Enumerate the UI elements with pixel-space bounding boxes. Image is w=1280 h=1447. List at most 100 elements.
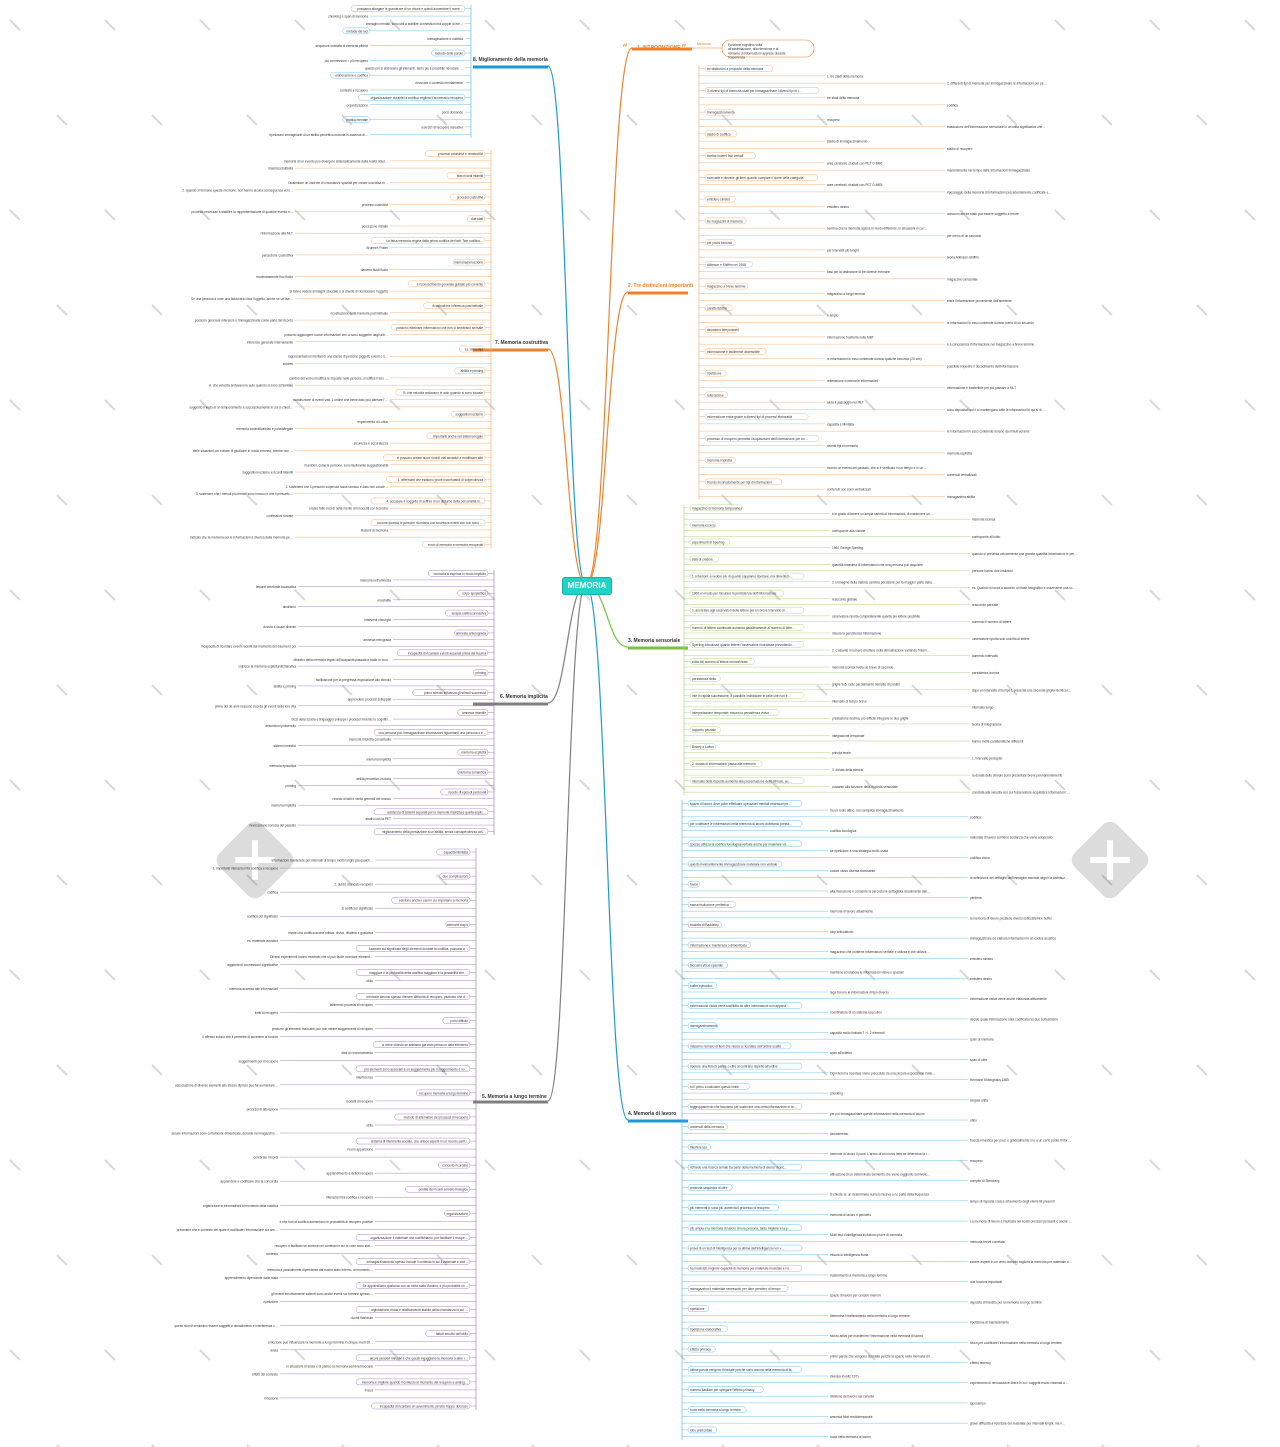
branch-tre-distinzioni[interactable]: 2. Tre distinzioni importanti	[628, 283, 694, 289]
leaf-topic: 1960 un modo per misurare la persistenza…	[692, 592, 777, 596]
leaf-frame	[689, 692, 805, 699]
leaf-topic: organizzazione il materiale che codifich…	[370, 1236, 468, 1240]
leaf-topic: ripetizione immaginarie di un'abilità pe…	[269, 133, 368, 137]
leaf-topic: principi teorie	[832, 751, 851, 755]
leaf-frame	[423, 302, 486, 309]
leaf-topic: alcune informazioni sono certamente dime…	[172, 1132, 279, 1136]
leaf-topic: incapacità di ricordare un avvenimento p…	[380, 1404, 468, 1408]
leaf-topic: due stati	[471, 217, 483, 221]
leaf-topic: aumento intervallo	[972, 654, 998, 658]
branch-memoria-lungo-termine[interactable]: 5. Memoria a lungo termine	[482, 1094, 547, 1100]
watermark-mark	[1006, 304, 1018, 316]
leaf-topic: emisfero destro	[827, 205, 849, 209]
leaf-topic: 2. immagine della matrice sembra persist…	[832, 580, 935, 584]
root-topic[interactable]: MEMORIA	[562, 577, 612, 595]
intro-sub-topic: Memoria	[697, 42, 711, 46]
leaf-topic: miglioramento della prestazione a un'abi…	[382, 830, 486, 834]
watermark-mark	[911, 494, 923, 506]
branch-memoria-sensoriale[interactable]: 3. Memoria sensoriale	[628, 638, 681, 644]
branch-memoria-implicita[interactable]: 6. Memoria implicita	[500, 694, 548, 700]
leaf-topic: ha un ruolo attivo, non semplice immagaz…	[830, 809, 904, 813]
watermark-mark	[721, 304, 733, 316]
leaf-topic: taccuino visuo-spaziale	[690, 964, 723, 968]
leaf-frame	[687, 1002, 803, 1009]
leaf-topic: sembra che la memoria agisca in modo dif…	[827, 227, 928, 231]
watermark-mark	[579, 19, 591, 31]
leaf-topic: prima del de anni nessuno ricorda gli ev…	[215, 704, 296, 708]
leaf-topic: organizzazione	[347, 103, 369, 107]
leaf-topic: ansia	[270, 1348, 278, 1352]
leaf-topic: span all'indietro	[830, 1051, 852, 1055]
watermark-mark	[9, 779, 21, 791]
leaf-topic: Se una persona a cose una falsa idea cir…	[191, 297, 293, 301]
leaf-topic: si chiede se un determinato numero facev…	[830, 1193, 929, 1197]
leaf-topic: memoria episodica	[269, 764, 296, 768]
watermark-mark	[151, 1254, 163, 1266]
leaf-topic: La falsa memoria origina dalla prima cod…	[386, 239, 483, 243]
leaf-frame	[687, 1204, 780, 1211]
watermark-mark	[769, 589, 781, 601]
watermark-mark	[959, 19, 971, 31]
leaf-topic: importanti anche nel sistema legale	[433, 434, 483, 438]
leaf-topic: persistenza della	[692, 677, 716, 681]
branch-introduzione[interactable]: 1. INTRODUZIONE	[637, 45, 681, 51]
leaf-topic: es. materiale acustico	[247, 939, 278, 943]
leaf-frame	[687, 1083, 750, 1090]
leaf-topic: il riconoscimento generale guidato più c…	[417, 282, 483, 286]
leaf-topic: bias ricordi infantili	[457, 174, 484, 178]
leaf-topic: traccia mnestica per poco e gradualmente…	[970, 1139, 1071, 1143]
leaf-topic: 1. importanti interazioni fra codifica e…	[213, 867, 279, 871]
leaf-topic: spazio di lavoro dove poter effettuare o…	[690, 802, 791, 806]
watermark-mark	[531, 1064, 543, 1076]
leaf-frame	[383, 454, 486, 461]
leaf-topic: Hermann Ebbinghaus 1885	[970, 1078, 1009, 1082]
leaf-frame	[373, 808, 489, 816]
leaf-frame	[372, 1041, 471, 1048]
leaf-topic: span di cifre	[970, 1058, 987, 1062]
leaf-frame	[355, 993, 471, 1000]
leaf-topic: se ripetizione a una strategia molto usa…	[830, 849, 888, 853]
watermark-mark	[199, 589, 211, 601]
watermark-mark	[1006, 1254, 1018, 1266]
watermark-mark	[341, 304, 353, 316]
leaf-topic: possono aggiungere nuove informazioni ch…	[284, 333, 388, 337]
leaf-frame	[445, 609, 489, 617]
leaf-topic: perdite dei ricordi a livello biologico	[419, 1188, 469, 1192]
branch-miglioramento[interactable]: 8. Miglioramento della memoria	[473, 57, 548, 63]
leaf-topic: informazione entra grazie a diversi tipi…	[707, 415, 793, 419]
watermark-mark	[151, 304, 163, 316]
branch-memoria-lavoro[interactable]: 4. Memoria di lavoro	[628, 1111, 677, 1117]
leaf-topic: oblio	[970, 1119, 977, 1123]
watermark-mark	[436, 304, 448, 316]
leaf-topic: ippocampo	[970, 1401, 986, 1405]
leaf-topic: processo di recupero permette l'acquisiz…	[707, 437, 808, 441]
watermark-mark	[1006, 1064, 1018, 1076]
watermark-mark	[1149, 19, 1161, 31]
watermark-mark	[1101, 1064, 1113, 1076]
leaf-topic: trasduzione dell'informazione sensoriale…	[947, 125, 1046, 129]
leaf-frame	[370, 497, 486, 505]
watermark-mark	[674, 399, 686, 411]
watermark-mark	[341, 1064, 353, 1076]
leaf-topic: aumento il numero di lettere	[972, 620, 1012, 624]
watermark-mark	[56, 1064, 68, 1076]
leaf-frame	[704, 478, 783, 486]
leaf-topic: reiterazione continua le informazioni	[827, 379, 878, 383]
leaf-frame	[439, 872, 471, 880]
leaf-topic: amnesia bilat mediotemporale	[830, 1415, 873, 1419]
leaf-topic: è ampio	[827, 314, 839, 318]
leaf-topic: 3. diversi tipi di memoria usati per imm…	[707, 89, 802, 93]
leaf-topic: divisione del lavoro nel cervello	[830, 1395, 874, 1399]
leaf-topic: cerebrale i ricordi	[254, 1156, 279, 1160]
watermark-mark	[104, 399, 116, 411]
watermark-mark	[864, 399, 876, 411]
leaf-topic: memoria si esprime in modo implicito	[434, 572, 487, 576]
leaf-topic: informazione trasferita nella MBT	[827, 335, 874, 339]
leaf-topic: colpo apoplettico	[462, 592, 486, 596]
leaf-topic: organizzazione durante la codifica migli…	[371, 96, 464, 100]
leaf-topic: spazio di lavoro per cercare memori	[830, 1294, 881, 1298]
watermark-mark	[1149, 779, 1161, 791]
leaf-topic: più ampia è la memoria di lavoro di una …	[690, 1226, 791, 1230]
branch-memoria-costruttiva[interactable]: 7. Memoria costruttiva	[495, 340, 549, 346]
leaf-frame	[687, 1426, 717, 1434]
